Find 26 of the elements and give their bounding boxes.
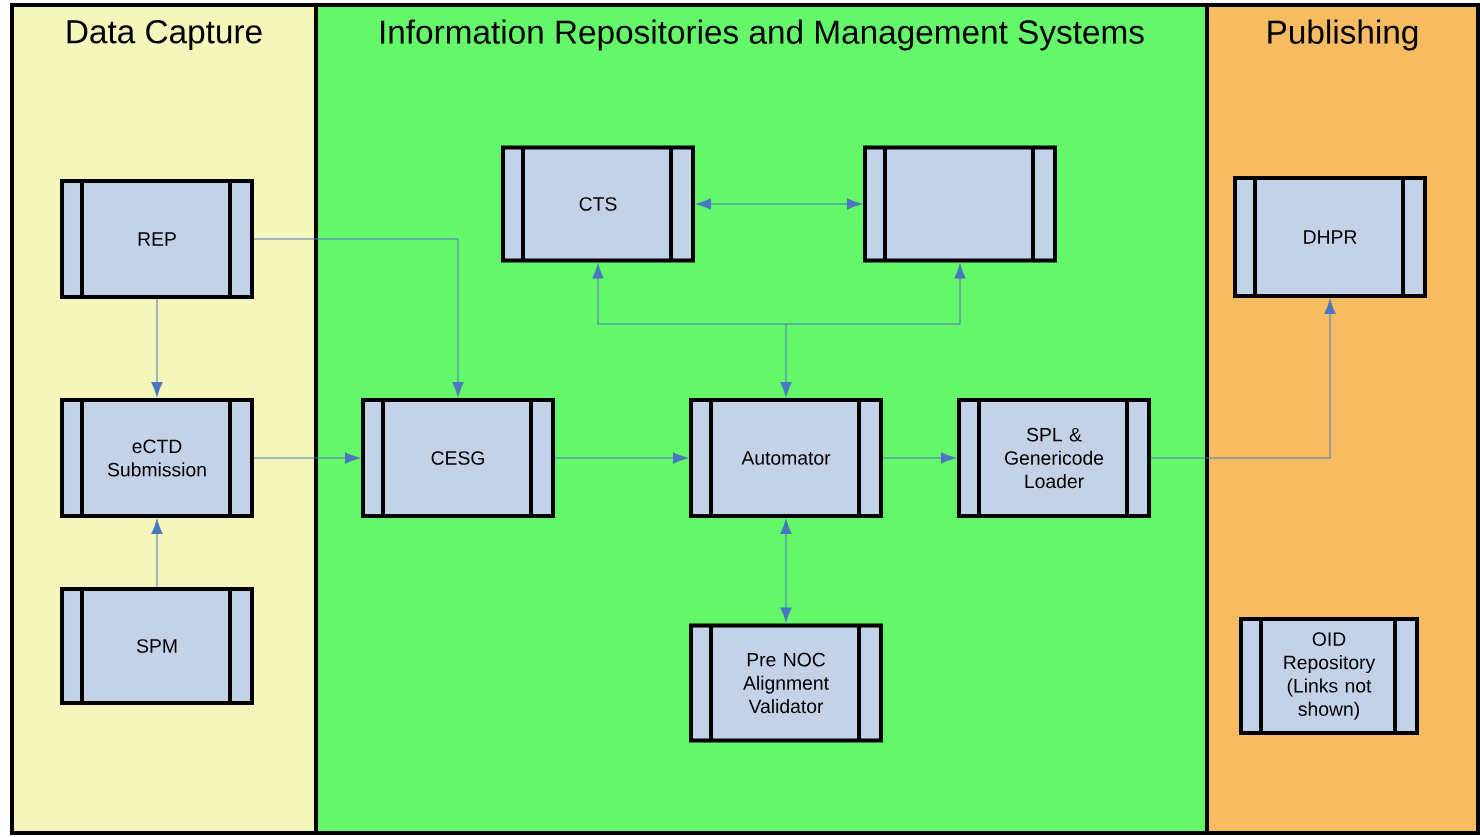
- lane-heading: Publishing: [1268, 19, 1418, 51]
- process-box: SPM: [60, 587, 254, 705]
- arrow: [780, 519, 792, 622]
- lane-heading: Data Capture: [67, 19, 262, 51]
- arrow: [696, 198, 862, 210]
- process-box: CESG: [361, 398, 555, 518]
- arrow: [1150, 299, 1336, 459]
- arrow: [882, 452, 956, 464]
- arrow: [253, 238, 464, 397]
- arrow: [554, 452, 688, 464]
- process-box: [863, 145, 1057, 263]
- process-box: eCTD Submission: [60, 398, 254, 518]
- arrow: [253, 452, 360, 464]
- arrow: [780, 323, 792, 397]
- process-box: SPL & Genericode Loader: [957, 398, 1151, 518]
- lane-heading: Information Repositories and Management Systems: [381, 19, 1144, 51]
- process-box: Pre NOC Alignment Validator: [689, 623, 883, 743]
- process-box: CTS: [501, 145, 695, 263]
- process-box: Automator: [689, 398, 883, 518]
- arrow: [785, 264, 966, 325]
- process-box: OID Repository (Links not shown): [1239, 617, 1419, 735]
- arrow: [151, 519, 163, 588]
- process-box: REP: [60, 179, 254, 299]
- process-box: DHPR: [1233, 176, 1427, 298]
- arrow: [151, 298, 163, 397]
- arrow: [592, 264, 787, 325]
